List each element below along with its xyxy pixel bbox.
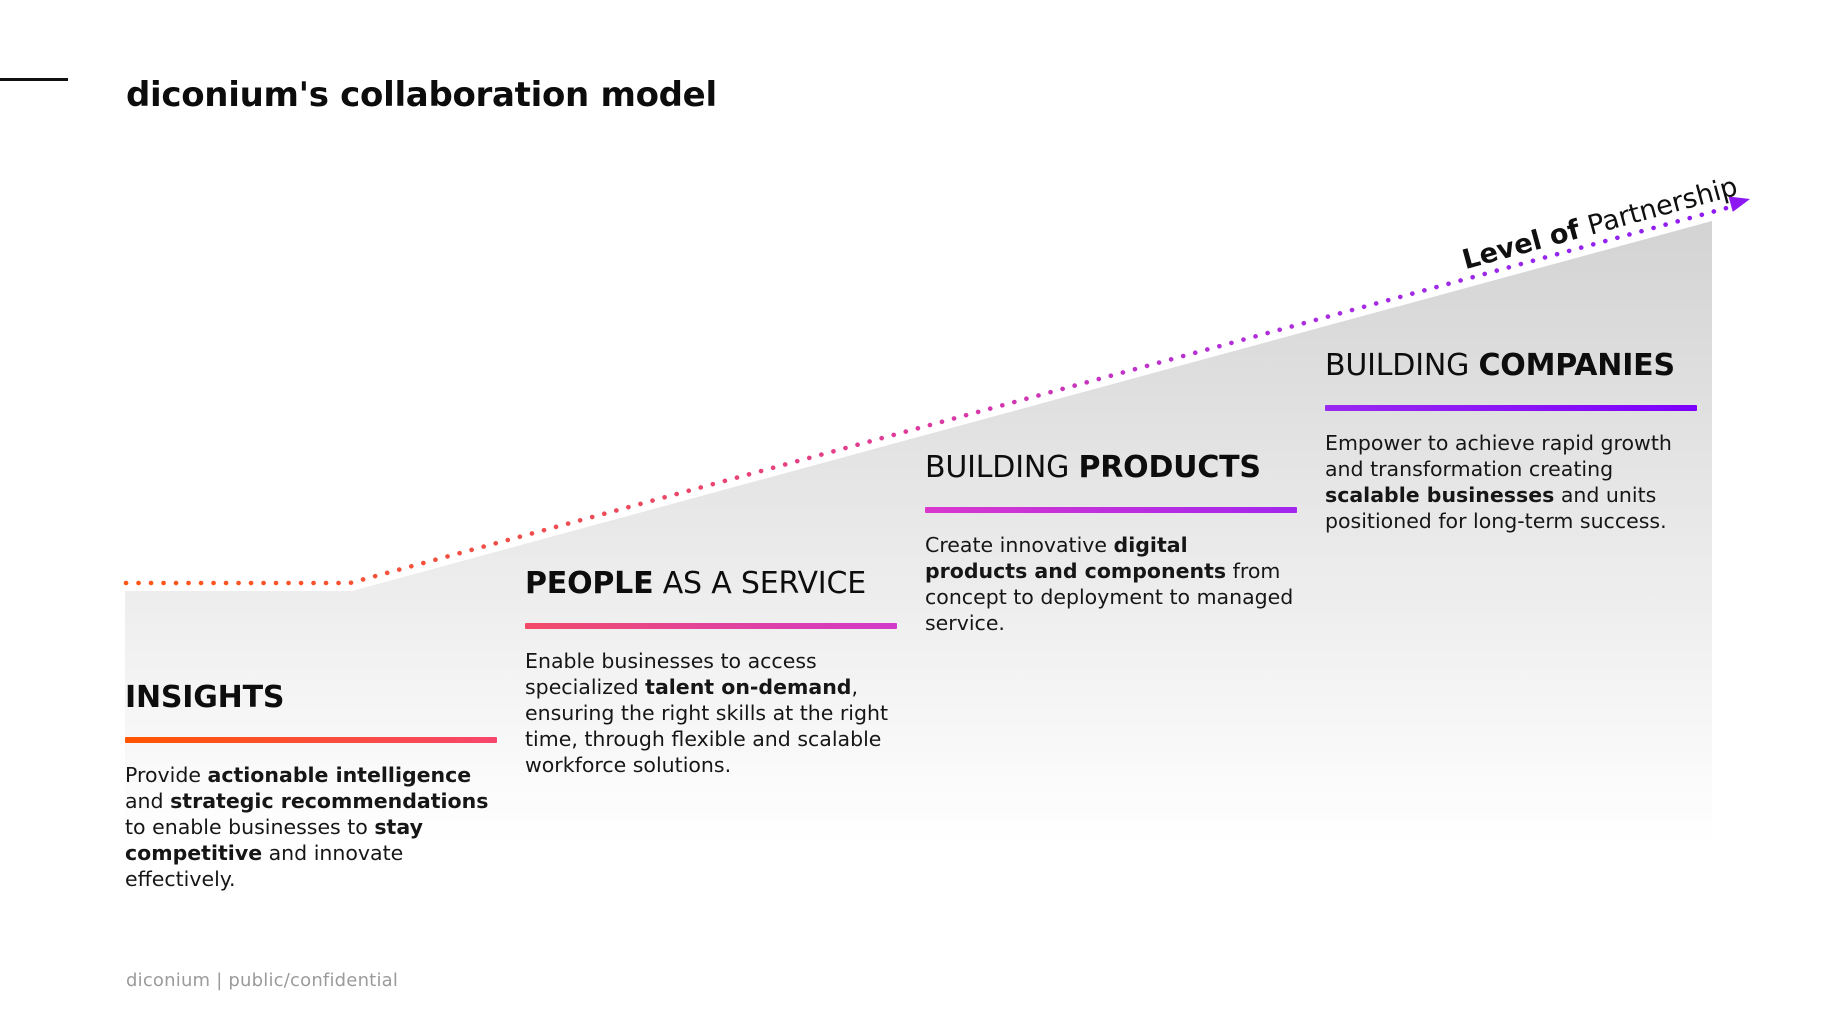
page-title: diconium's collaboration model: [126, 74, 717, 115]
arrow-head-icon: [1728, 196, 1750, 212]
insights-underline: [125, 737, 497, 743]
companies-heading: BUILDING COMPANIES: [1325, 348, 1675, 383]
products-description: Create innovative digital products and c…: [925, 533, 1294, 635]
top-left-rule: [0, 78, 68, 81]
partnership-dotted-line: [123, 203, 1737, 586]
companies-description: Empower to achieve rapid growth and tran…: [1325, 431, 1672, 533]
products-heading: BUILDING PRODUCTS: [925, 450, 1261, 485]
section-insights: INSIGHTS Provide actionable intelligence…: [125, 680, 497, 892]
section-building-products: BUILDING PRODUCTS Create innovative digi…: [925, 450, 1297, 636]
products-underline: [925, 507, 1297, 513]
insights-description: Provide actionable intelligence and stra…: [125, 763, 489, 891]
companies-underline: [1325, 405, 1697, 411]
growth-ramp-shape: [125, 221, 1712, 845]
section-people-as-a-service: PEOPLE AS A SERVICE Enable businesses to…: [525, 566, 897, 778]
section-building-companies: BUILDING COMPANIES Empower to achieve ra…: [1325, 348, 1697, 534]
people-description: Enable businesses to access specialized …: [525, 649, 889, 777]
footer-classification: diconium | public/confidential: [126, 970, 399, 991]
people-heading: PEOPLE AS A SERVICE: [525, 566, 866, 601]
people-underline: [525, 623, 897, 629]
insights-heading: INSIGHTS: [125, 680, 285, 715]
